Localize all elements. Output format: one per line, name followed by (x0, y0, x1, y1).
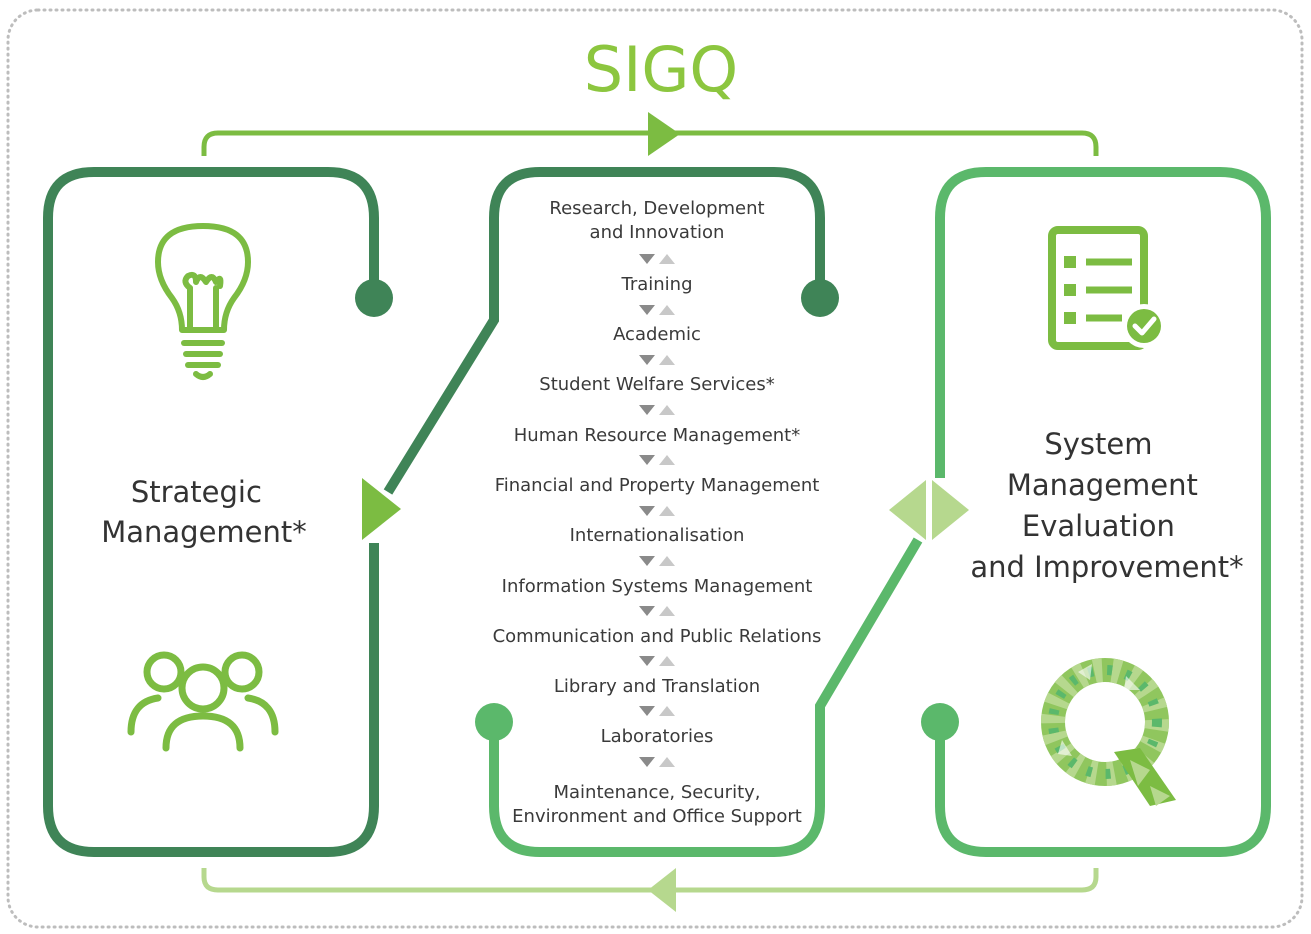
updown-arrows-icon (639, 706, 675, 716)
updown-arrows-icon (639, 405, 675, 415)
evaluation-label-line: Management (1007, 468, 1198, 502)
process-item: Library and Translation (554, 676, 760, 697)
process-item-line: Maintenance, Security, (554, 782, 761, 803)
process-item: Internationalisation (570, 525, 745, 546)
process-item: Financial and Property Management (495, 475, 820, 496)
evaluation-label-line: System (1044, 427, 1152, 461)
process-item-line: Human Resource Management* (514, 425, 800, 446)
updown-arrows-icon (639, 757, 675, 767)
process-item-line: Information Systems Management (502, 576, 813, 597)
evaluation-box-end-dot (921, 703, 959, 741)
updown-arrows-icon (639, 506, 675, 516)
updown-arrows-icon (639, 656, 675, 666)
process-item-line: Communication and Public Relations (493, 626, 822, 647)
updown-arrows-icon (639, 254, 675, 264)
process-item: Human Resource Management* (514, 425, 800, 446)
process-item-line: and Innovation (590, 222, 725, 243)
updown-arrows-icon (639, 305, 675, 315)
diagram-title: SIGQ (584, 33, 739, 106)
updown-arrows-icon (639, 606, 675, 616)
process-item-line: Financial and Property Management (495, 475, 820, 496)
process-item: Information Systems Management (502, 576, 813, 597)
center-to-right-connector (489, 537, 923, 857)
feedback-arrow-right (932, 480, 969, 540)
top-flow-arrow (648, 112, 680, 156)
process-item-line: Training (620, 274, 692, 295)
process-item: Research, Development and Innovation (549, 198, 764, 243)
lightbulb-icon (155, 223, 251, 380)
bottom-flow-arrow (648, 868, 676, 912)
checklist-icon (1048, 226, 1166, 350)
dotted-border (6, 8, 1304, 929)
updown-arrows-icon (639, 455, 675, 465)
updown-arrows-icon (639, 355, 675, 365)
evaluation-label-line: and Improvement* (970, 550, 1243, 584)
process-item: Laboratories (601, 726, 714, 747)
process-item-line: Academic (613, 324, 701, 345)
process-list: Research, Development and InnovationTrain… (493, 198, 822, 827)
center-box-bottom-dot (475, 703, 513, 741)
process-item: Training (620, 274, 692, 295)
process-item-line: Laboratories (601, 726, 714, 747)
process-item: Maintenance, Security, Environment and Of… (512, 782, 802, 827)
center-box-top-dot (801, 279, 839, 317)
process-item: Student Welfare Services* (539, 374, 774, 395)
evaluation-box-outline (935, 167, 1271, 857)
q-logo-icon (1041, 658, 1176, 806)
strategic-box-end-dot (355, 279, 393, 317)
left-to-center-connector (383, 167, 825, 495)
process-item: Academic (613, 324, 701, 345)
process-item-line: Library and Translation (554, 676, 760, 697)
process-item-line: Research, Development (549, 198, 764, 219)
people-icon (127, 651, 279, 752)
bottom-flow-line (201, 868, 1099, 893)
strategic-label: Strategic Management* (101, 475, 307, 549)
strategic-box-outline (43, 167, 379, 857)
process-item: Communication and Public Relations (493, 626, 822, 647)
process-item-line: Environment and Office Support (512, 806, 802, 827)
evaluation-label: System Management Evaluation and Improve… (970, 427, 1243, 584)
strategic-label-line: Management* (101, 515, 307, 549)
feedback-arrow-left (889, 480, 926, 540)
process-item-line: Student Welfare Services* (539, 374, 774, 395)
strategic-label-line: Strategic (131, 475, 262, 509)
evaluation-label-line: Evaluation (1022, 509, 1175, 543)
left-to-center-arrow (362, 478, 401, 540)
updown-arrows-icon (639, 556, 675, 566)
process-item-line: Internationalisation (570, 525, 745, 546)
